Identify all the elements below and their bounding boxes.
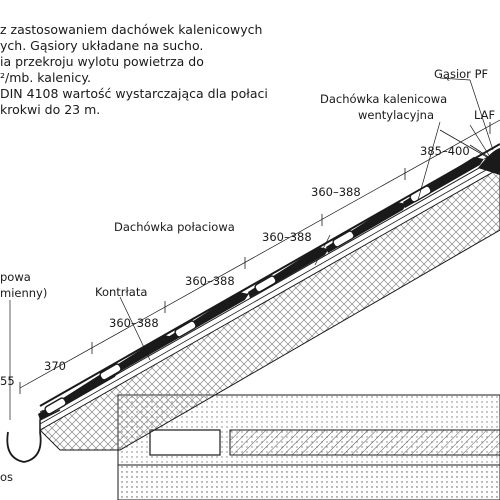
leader-lines <box>9 77 494 420</box>
label-laf: LAF <box>474 108 495 122</box>
note-line-3: ia przekroju wylotu powietrza do <box>0 54 204 69</box>
tile-clip <box>332 230 355 248</box>
label-bottom-frag: os <box>0 470 13 484</box>
tile-clip <box>409 185 432 203</box>
dim-edge: 55 <box>0 374 15 388</box>
label-kalenicowa-1: Dachówka kalenicowa <box>320 92 447 106</box>
dim-lower: 360–388 <box>185 274 235 288</box>
note-line-5: DIN 4108 wartość wystarczająca dla połac… <box>0 86 268 101</box>
ridge-tile <box>439 129 500 175</box>
label-gasior: Gąsior PF <box>434 67 488 81</box>
note-line-6: krokwi do 23 m. <box>0 102 101 117</box>
counter-batten <box>39 143 500 407</box>
tile-clip <box>174 320 197 338</box>
dim-upper: 360–388 <box>311 185 361 199</box>
label-polaciowa: Dachówka połaciowa <box>114 220 235 234</box>
label-left-frag-2: mienny) <box>0 286 47 300</box>
dimension-line <box>19 119 500 394</box>
gutter <box>6 409 61 463</box>
tile-clip <box>254 275 277 293</box>
roof-tiles <box>38 157 484 420</box>
dim-mid: 360–388 <box>262 230 312 244</box>
label-kontrlata: Kontrłata <box>95 285 147 299</box>
dim-ridge: 385–400 <box>420 144 470 158</box>
dim-low2: 360–388 <box>109 316 159 330</box>
tile-clip <box>44 397 67 415</box>
label-left-frag-1: powa <box>0 270 31 284</box>
tile-clip <box>99 363 122 381</box>
dim-eave: 370 <box>44 359 66 373</box>
note-line-2: ych. Gąsiory układane na sucho. <box>0 38 204 53</box>
note-line-1: z zastosowaniem dachówek kalenicowych <box>0 22 263 37</box>
wall-structure <box>117 394 500 500</box>
label-kalenicowa-2: wentylacyjna <box>358 108 434 122</box>
note-line-4: ²/mb. kalenicy. <box>0 70 91 85</box>
